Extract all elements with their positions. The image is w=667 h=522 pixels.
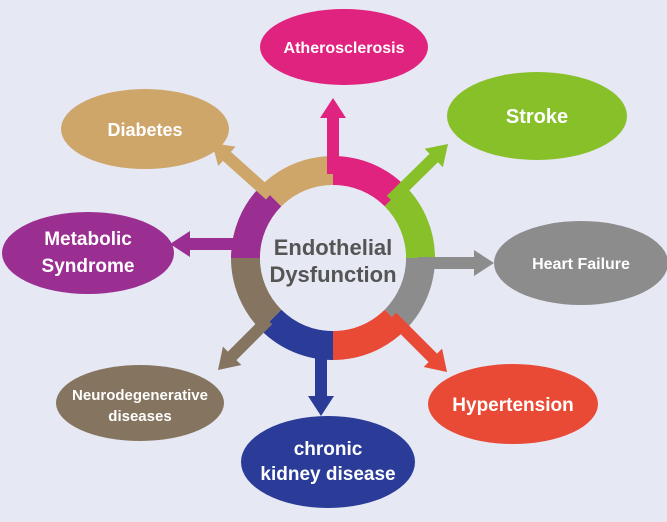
arrow-stroke [386, 144, 448, 205]
center-label-line-2: Dysfunction [269, 262, 396, 287]
arrow-hypertension [387, 312, 447, 372]
arrow-chronic-kidney-disease [308, 335, 334, 416]
ring-segment-chronic-kidney-disease [260, 309, 333, 360]
node-ellipse-atherosclerosis [260, 9, 428, 85]
ring-segment-heart-failure [384, 258, 435, 331]
node-label-metabolic-syndrome-line-1: Metabolic [44, 229, 132, 250]
node-ellipse-neurodegenerative-diseases [56, 365, 224, 441]
node-label-hypertension-line-1: Hypertension [452, 395, 573, 416]
arrow-metabolic-syndrome [170, 231, 249, 257]
ring-segment-neurodegenerative-diseases [231, 258, 282, 331]
ring-segment-stroke [384, 185, 435, 258]
arrow-diabetes [212, 143, 275, 200]
ring-segment-hypertension [333, 309, 406, 360]
node-label-stroke-line-1: Stroke [506, 106, 568, 128]
center-label-line-1: Endothelial [274, 235, 393, 260]
node-ellipse-stroke [447, 72, 627, 160]
node-ellipse-diabetes [61, 89, 229, 169]
ring-segment-atherosclerosis [333, 156, 406, 207]
node-ellipse-heart-failure [494, 221, 667, 305]
node-label-chronic-kidney-disease-line-2: kidney disease [260, 464, 395, 485]
node-label-neurodegenerative-diseases-line-2: diseases [108, 408, 171, 425]
node-label-neurodegenerative-diseases-line-1: Neurodegenerative [72, 387, 208, 404]
node-label-heart-failure-line-1: Heart Failure [532, 256, 630, 273]
node-ellipse-chronic-kidney-disease [241, 416, 415, 508]
node-label-chronic-kidney-disease-line-1: chronic [294, 439, 363, 460]
arrow-neurodegenerative-diseases [218, 315, 273, 370]
node-label-metabolic-syndrome-line-2: Syndrome [42, 256, 135, 277]
ring-segment-diabetes [260, 156, 333, 207]
node-ellipse-metabolic-syndrome [2, 212, 174, 294]
node-ellipse-hypertension [428, 364, 598, 444]
center-circle [260, 185, 406, 331]
arrow-heart-failure [418, 250, 494, 276]
arrow-atherosclerosis [320, 98, 346, 174]
node-label-diabetes-line-1: Diabetes [107, 120, 182, 140]
node-label-atherosclerosis-line-1: Atherosclerosis [284, 40, 405, 57]
